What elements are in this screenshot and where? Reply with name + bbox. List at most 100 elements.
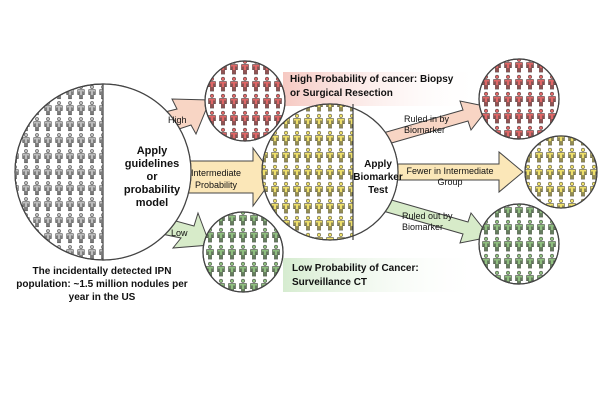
person-icon bbox=[272, 278, 280, 292]
person-icon bbox=[66, 117, 74, 132]
person-icon bbox=[526, 24, 533, 38]
person-icon bbox=[44, 117, 52, 132]
person-icon bbox=[1, 133, 8, 146]
person-icon bbox=[197, 43, 204, 57]
person-icon bbox=[493, 219, 501, 235]
person-icon bbox=[579, 216, 586, 230]
person-icon bbox=[15, 133, 19, 148]
person-icon bbox=[33, 165, 41, 180]
person-icon bbox=[601, 148, 608, 162]
person-icon bbox=[195, 262, 202, 276]
person-icon bbox=[274, 61, 282, 75]
person-icon bbox=[1, 101, 8, 114]
person-icon bbox=[263, 26, 270, 40]
person-icon bbox=[282, 147, 290, 163]
person-icon bbox=[239, 261, 247, 277]
person-icon bbox=[559, 305, 566, 319]
person-icon bbox=[504, 288, 511, 302]
person-icon bbox=[293, 198, 301, 214]
person-icon bbox=[537, 253, 545, 269]
person-icon bbox=[504, 108, 512, 124]
person-icon bbox=[326, 147, 334, 163]
person-icon bbox=[15, 117, 19, 132]
person-icon bbox=[315, 232, 323, 240]
person-icon bbox=[482, 186, 489, 200]
person-icon bbox=[33, 149, 41, 164]
person-icon bbox=[228, 244, 236, 260]
person-icon bbox=[263, 93, 271, 109]
person-icon bbox=[88, 117, 96, 132]
person-icon bbox=[44, 229, 52, 244]
person-icon bbox=[1, 277, 8, 290]
person-icon bbox=[493, 236, 501, 252]
person-icon bbox=[304, 113, 312, 129]
person-icon bbox=[601, 131, 608, 145]
person-icon bbox=[271, 181, 279, 197]
person-icon bbox=[44, 133, 52, 148]
person-icon bbox=[78, 69, 85, 82]
person-icon bbox=[403, 148, 410, 162]
person-icon bbox=[526, 125, 534, 139]
person-icon bbox=[230, 26, 237, 40]
person-icon bbox=[285, 26, 292, 40]
person-icon bbox=[206, 194, 213, 208]
person-icon bbox=[133, 69, 140, 82]
person-icon bbox=[294, 296, 301, 310]
person-icon bbox=[559, 237, 566, 251]
person-icon bbox=[217, 261, 225, 277]
person-icon bbox=[570, 24, 577, 38]
person-icon bbox=[337, 113, 345, 129]
person-icon bbox=[579, 114, 586, 128]
person-icon bbox=[33, 197, 41, 212]
person-icon bbox=[206, 278, 214, 292]
person-icon bbox=[568, 233, 575, 247]
person-icon bbox=[515, 204, 523, 218]
person-icon bbox=[239, 278, 247, 292]
person-icon bbox=[77, 133, 85, 148]
person-icon bbox=[186, 128, 193, 142]
person-icon bbox=[546, 181, 554, 197]
person-icon bbox=[195, 245, 202, 259]
person-icon bbox=[504, 305, 511, 319]
person-icon bbox=[252, 26, 259, 40]
person-icon bbox=[176, 85, 184, 100]
person-icon bbox=[515, 288, 522, 302]
person-icon bbox=[293, 147, 301, 163]
person-icon bbox=[326, 113, 334, 129]
person-icon bbox=[66, 229, 74, 244]
person-icon bbox=[315, 147, 323, 163]
person-icon bbox=[293, 113, 301, 129]
person-icon bbox=[557, 114, 564, 128]
person-icon bbox=[504, 41, 511, 55]
person-icon bbox=[460, 58, 467, 72]
person-icon bbox=[513, 182, 520, 196]
person-icon bbox=[548, 236, 556, 252]
person-icon bbox=[22, 181, 30, 196]
person-icon bbox=[548, 24, 555, 38]
person-icon bbox=[282, 164, 290, 180]
person-icon bbox=[272, 296, 279, 310]
person-icon bbox=[526, 108, 534, 124]
person-icon bbox=[482, 91, 490, 107]
person-icon bbox=[77, 229, 85, 244]
person-icon bbox=[590, 136, 597, 146]
person-icon bbox=[241, 61, 249, 75]
person-icon bbox=[570, 271, 577, 285]
person-icon bbox=[197, 128, 204, 142]
person-icon bbox=[535, 181, 543, 197]
person-icon bbox=[22, 85, 30, 100]
person-icon bbox=[570, 41, 577, 55]
person-icon bbox=[282, 181, 290, 197]
person-icon bbox=[515, 219, 523, 235]
person-icon bbox=[293, 164, 301, 180]
person-icon bbox=[66, 213, 74, 228]
person-icon bbox=[601, 97, 608, 111]
person-icon bbox=[601, 182, 608, 196]
person-icon bbox=[261, 244, 269, 260]
person-icon bbox=[315, 164, 323, 180]
person-icon bbox=[504, 125, 512, 139]
person-icon bbox=[559, 220, 566, 234]
person-icon bbox=[304, 130, 312, 146]
person-icon bbox=[526, 74, 534, 90]
person-icon bbox=[228, 261, 236, 277]
